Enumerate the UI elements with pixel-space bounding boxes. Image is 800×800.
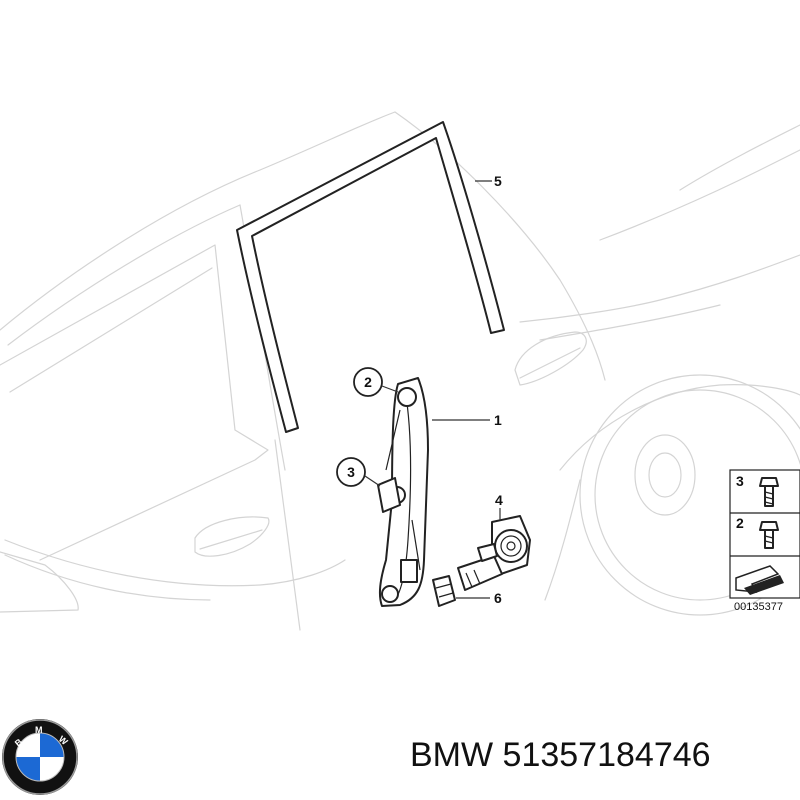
callout-3-label: 3 [347,464,355,480]
callout-5: 5 [475,173,502,189]
callout-1-label: 1 [494,412,502,428]
window-motor-part [457,515,531,591]
callout-1: 1 [432,412,502,428]
bolt-icon [759,477,779,507]
bmw-logo: B M W [2,719,78,795]
svg-text:B: B [13,736,25,748]
brand-name: BMW [410,736,494,774]
svg-text:M: M [35,725,43,735]
callout-3: 3 [336,457,381,487]
callout-6-label: 6 [494,590,502,606]
window-regulator-part [377,377,429,607]
part-number-caption: BMW 51357184746 [410,736,711,775]
window-seal-part [236,121,505,433]
diagram-reference-number: 00135377 [734,601,783,613]
callout-5-label: 5 [494,173,502,189]
callout-6: 6 [456,590,502,606]
legend-item-2-label: 2 [736,515,744,531]
part-number: 51357184746 [502,736,711,774]
legend-item-3-label: 3 [736,473,744,489]
callout-2: 2 [353,367,399,397]
callout-4: 4 [495,492,503,520]
callout-2-label: 2 [364,374,372,390]
connector-part [432,575,456,607]
car-body-outline [0,111,800,631]
orientation-arrow-icon [735,565,784,595]
callout-4-label: 4 [495,492,503,508]
screw-icon [759,521,779,549]
fastener-legend: 3 2 [729,469,800,599]
